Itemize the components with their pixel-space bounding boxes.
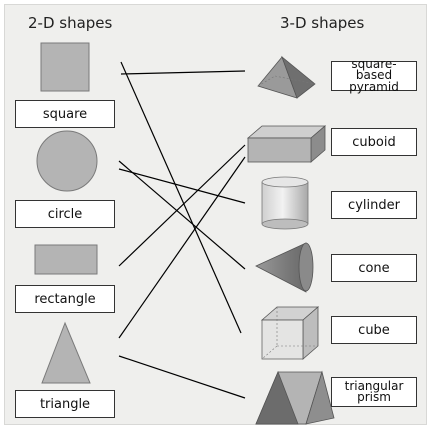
square-based-pyramid-icon	[257, 55, 316, 99]
label-square-based-pyramid-line2: pyramid	[349, 79, 399, 94]
triangular-prism-icon	[255, 370, 335, 425]
match-line-triangle-to-cuboid	[118, 156, 246, 339]
match-line-rectangle-to-cuboid	[118, 144, 246, 267]
circle-icon	[36, 130, 98, 192]
cube-icon	[260, 306, 320, 360]
heading-3d-shapes: 3-D shapes	[280, 14, 365, 32]
label-cylinder: cylinder	[331, 191, 417, 219]
label-cone: cone	[331, 254, 417, 282]
label-triangle: triangle	[15, 390, 115, 418]
match-line-square-to-cube	[120, 61, 242, 334]
label-triangular-prism-line2: prism	[357, 390, 391, 404]
label-square-based-pyramid-line1: square- based	[351, 56, 397, 83]
rectangle-icon	[34, 244, 98, 275]
cuboid-icon	[246, 125, 327, 163]
match-line-triangle-to-prism	[118, 355, 246, 399]
match-line-circle-to-cone	[118, 160, 246, 270]
match-line-square-to-pyramid	[120, 70, 246, 75]
cylinder-icon	[261, 176, 309, 230]
cone-icon	[255, 242, 314, 293]
label-square-based-pyramid: square- based pyramid	[331, 56, 417, 94]
square-icon	[40, 42, 90, 92]
label-rectangle: rectangle	[15, 285, 115, 313]
triangle-icon	[41, 321, 91, 384]
heading-2d-shapes: 2-D shapes	[28, 14, 113, 32]
match-line-circle-to-cylinder	[118, 168, 246, 204]
matching-lines	[118, 61, 246, 399]
label-triangular-prism-line1: triangular	[344, 378, 404, 393]
label-triangular-prism: triangular prism	[331, 377, 417, 407]
label-circle: circle	[15, 200, 115, 228]
label-cuboid: cuboid	[331, 128, 417, 156]
label-cube: cube	[331, 316, 417, 344]
label-square: square	[15, 100, 115, 128]
